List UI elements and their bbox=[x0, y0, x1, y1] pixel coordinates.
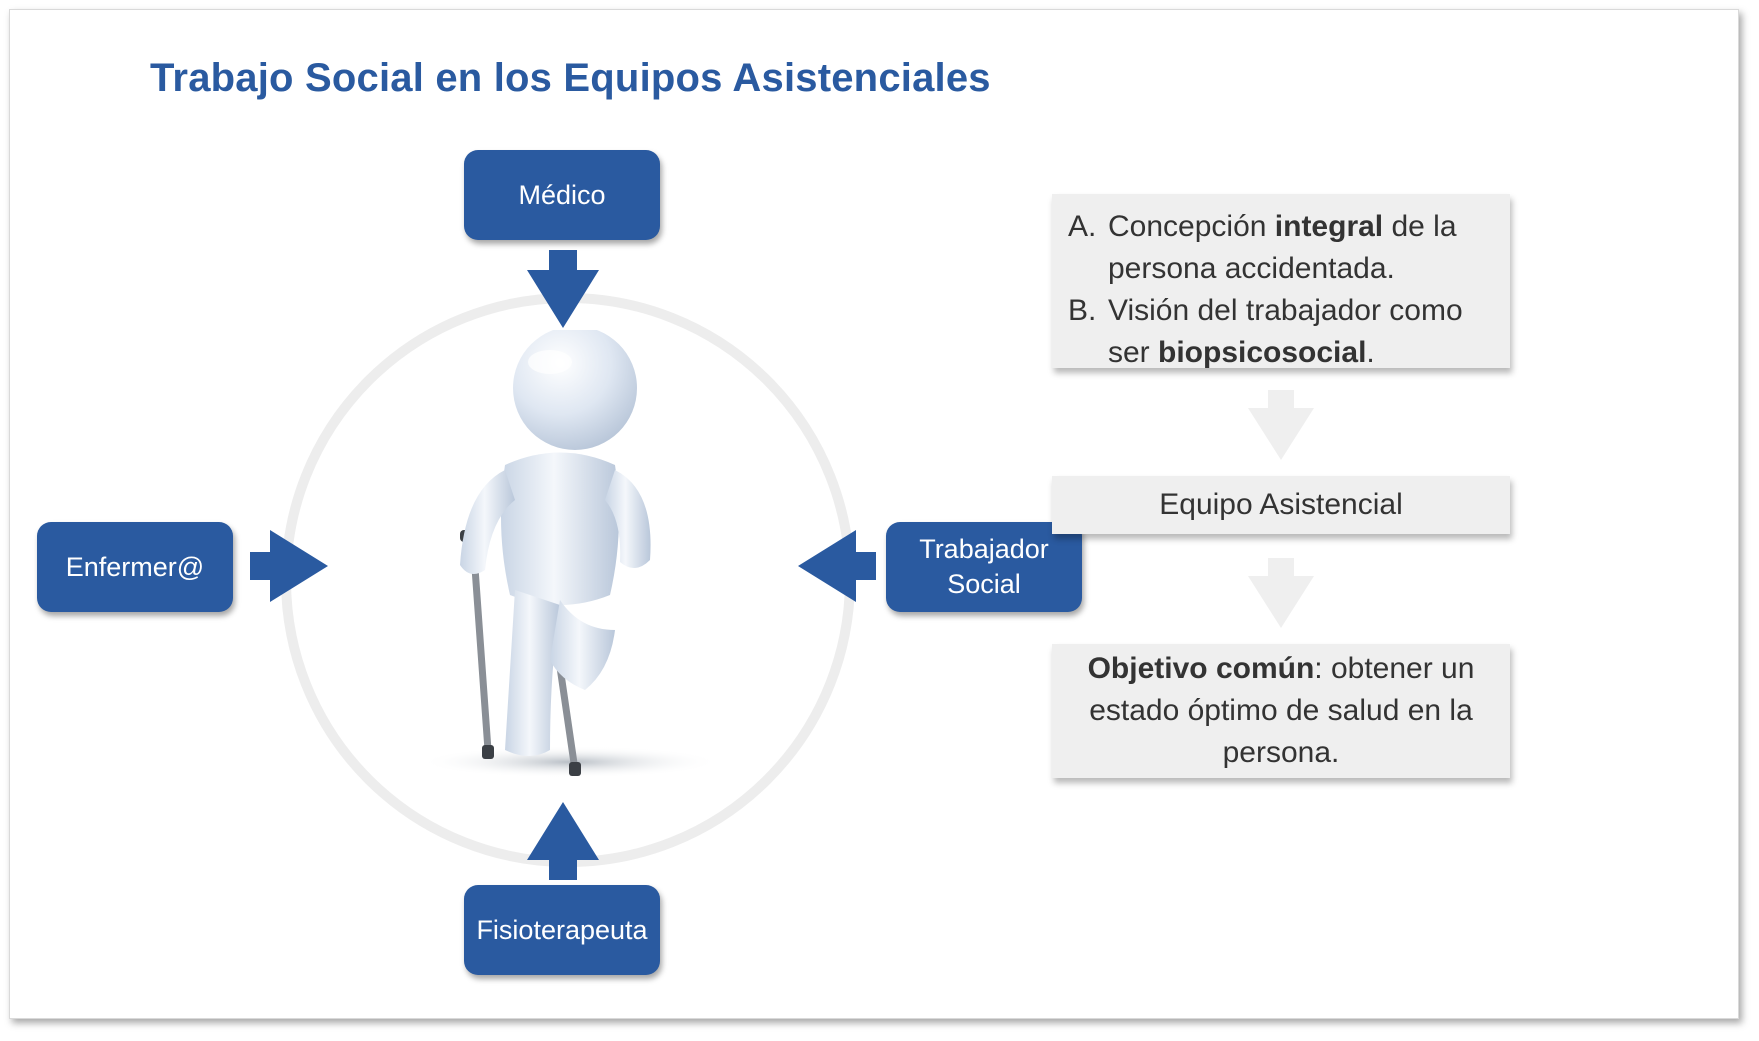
role-label-enfermera: Enfermer@ bbox=[65, 551, 205, 582]
goal-box: Objetivo común: obtener un estado óptimo… bbox=[1052, 644, 1510, 778]
principles-box: A. Concepción integral de la persona acc… bbox=[1052, 194, 1510, 369]
list-text: Concepción integral de la persona accide… bbox=[1108, 210, 1457, 285]
arrow-right-icon bbox=[250, 530, 328, 602]
flow-arrow-icon bbox=[1248, 390, 1314, 460]
team-label: Equipo Asistencial bbox=[1159, 488, 1403, 521]
role-label-trabajador-social: Trabajador Social bbox=[919, 534, 1049, 599]
list-marker: A. bbox=[1068, 210, 1097, 243]
arrow-left-icon bbox=[798, 530, 876, 602]
page-title: Trabajo Social en los Equipos Asistencia… bbox=[150, 56, 991, 100]
role-label-fisioterapeuta: Fisioterapeuta bbox=[476, 914, 648, 945]
flow-arrow-icon bbox=[1248, 558, 1314, 628]
goal-text: Objetivo común: obtener un estado óptimo… bbox=[1087, 652, 1475, 769]
principle-item-b: B. Visión del trabajador como ser biopsi… bbox=[1068, 290, 1494, 374]
list-marker: B. bbox=[1068, 294, 1097, 327]
list-text: Visión del trabajador como ser biopsicos… bbox=[1108, 294, 1463, 369]
role-box-trabajador-social: Trabajador Social bbox=[886, 522, 1082, 612]
role-label-medico: Médico bbox=[518, 179, 606, 210]
role-box-medico: Médico bbox=[464, 150, 660, 240]
team-box: Equipo Asistencial bbox=[1052, 476, 1510, 534]
slide: Trabajo Social en los Equipos Asistencia… bbox=[9, 9, 1739, 1019]
arrow-up-icon bbox=[527, 802, 599, 880]
person-on-crutches-icon bbox=[420, 330, 720, 778]
role-box-enfermera: Enfermer@ bbox=[37, 522, 233, 612]
role-box-fisioterapeuta: Fisioterapeuta bbox=[464, 885, 660, 975]
arrow-down-icon bbox=[527, 250, 599, 328]
principle-item-a: A. Concepción integral de la persona acc… bbox=[1068, 206, 1494, 290]
